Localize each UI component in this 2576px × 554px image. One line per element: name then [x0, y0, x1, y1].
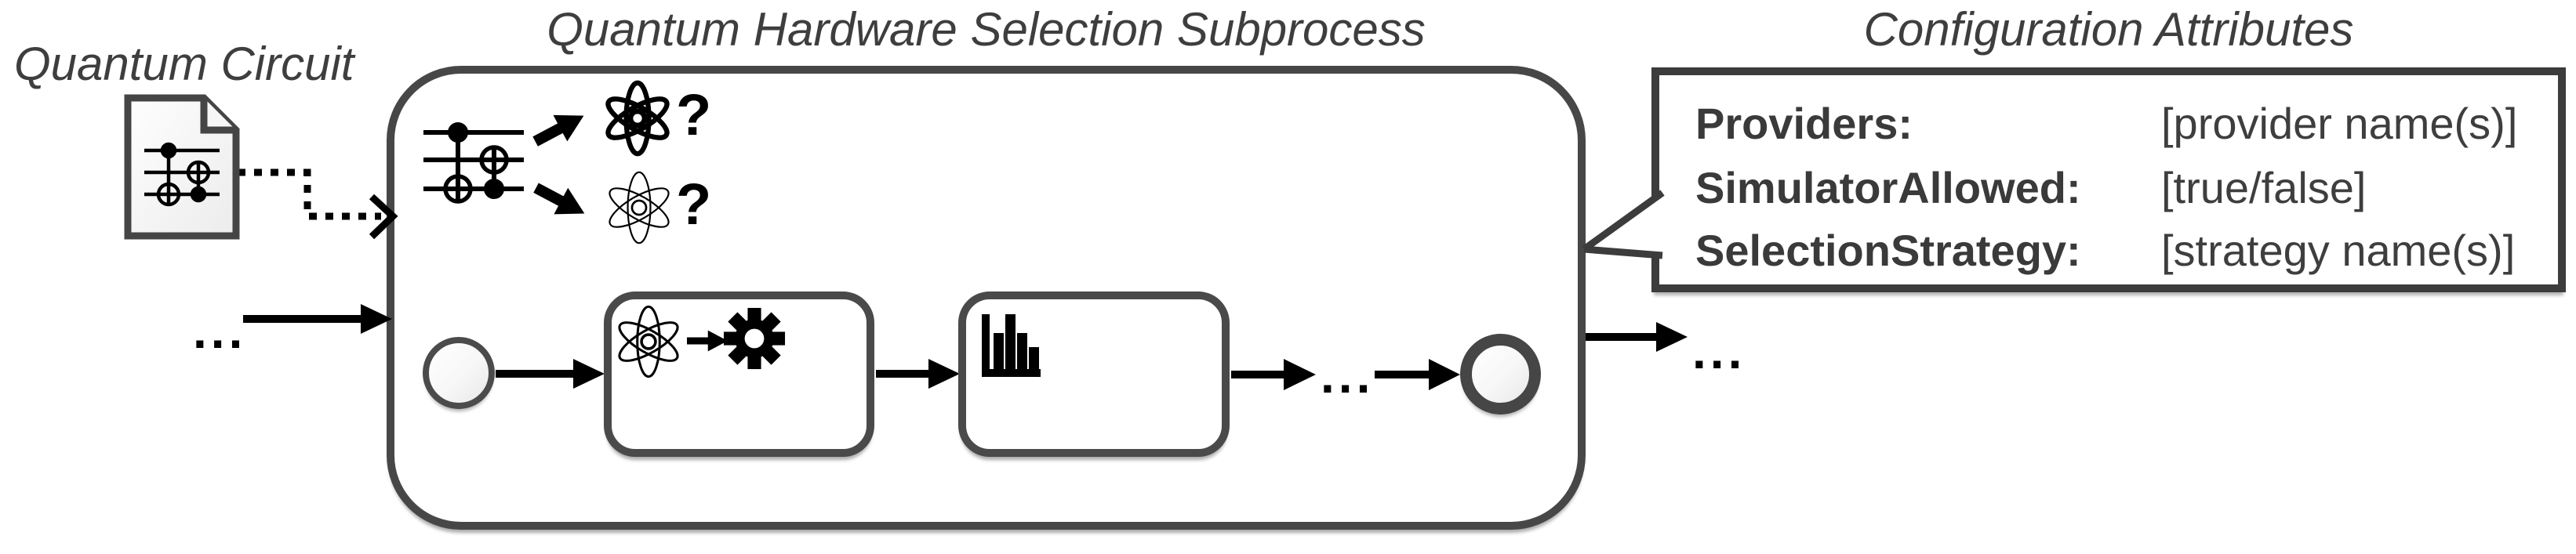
- ellipsis-inside: ...: [1321, 347, 1375, 404]
- start-event-circle: [423, 337, 495, 409]
- attribute-value: [strategy name(s)]: [2161, 226, 2516, 275]
- attribute-value: [true/false]: [2161, 163, 2367, 212]
- flow-task1-to-task2: [876, 359, 960, 389]
- quantum-circuit-label: Quantum Circuit: [14, 38, 354, 90]
- question-mark-1: ?: [676, 82, 712, 147]
- subprocess-title: Quantum Hardware Selection Subprocess: [547, 3, 1426, 56]
- outgoing-sequence-flow-arrow: [1586, 322, 1688, 352]
- circuit-glyph-small: [144, 142, 220, 207]
- attribute-row: SelectionStrategy: [strategy name(s)]: [1695, 221, 2515, 281]
- attribute-label: SimulatorAllowed:: [1695, 163, 2081, 212]
- gear-icon: [723, 307, 786, 370]
- configuration-attributes-box: Providers: [provider name(s)] SimulatorAl…: [1651, 67, 2566, 292]
- qpu-atom-icon-task: [618, 305, 679, 378]
- circuit-glyph-large: [423, 122, 524, 204]
- attribute-label: Providers:: [1695, 99, 1913, 148]
- end-event-circle: [1460, 334, 1541, 415]
- data-association-dotted-arrow: [238, 168, 398, 240]
- open-arrowhead-icon: [369, 194, 398, 240]
- callout-title: Configuration Attributes: [1863, 3, 2354, 56]
- attribute-row: Providers: [provider name(s)]: [1695, 94, 2517, 154]
- callout-tail: [1582, 190, 1665, 259]
- incoming-sequence-flow-arrow: [243, 304, 392, 334]
- flow-ellipsis-to-end: [1375, 359, 1460, 390]
- flow-task2-to-ellipsis: [1231, 359, 1316, 390]
- quantum-circuit-document-icon: [124, 94, 240, 240]
- ellipsis-outgoing: ...: [1692, 323, 1746, 379]
- mapping-arrow-up-icon: [532, 114, 584, 147]
- histogram-icon: [982, 314, 1041, 377]
- qpu-atom-icon-bold: [605, 80, 670, 157]
- ellipsis-incoming: ...: [193, 302, 247, 359]
- folded-corner-icon: [200, 98, 236, 134]
- attribute-label: SelectionStrategy:: [1695, 226, 2081, 275]
- attribute-row: SimulatorAllowed: [true/false]: [1695, 158, 2366, 218]
- small-arrow-icon: [687, 330, 728, 352]
- flow-start-to-task1: [496, 359, 605, 389]
- question-mark-2: ?: [676, 172, 712, 237]
- mapping-arrow-down-icon: [533, 183, 585, 215]
- attribute-value: [provider name(s)]: [2161, 99, 2518, 148]
- qpu-atom-icon-light: [609, 171, 670, 244]
